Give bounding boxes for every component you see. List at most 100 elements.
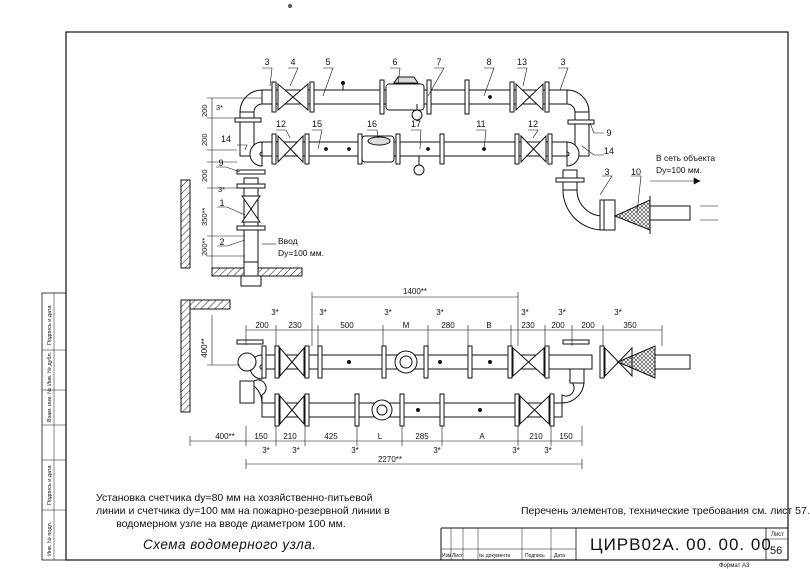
top-view-valves bbox=[241, 82, 547, 223]
stamp-col-0: Изм. bbox=[442, 553, 453, 559]
callout-10: 16 bbox=[367, 119, 377, 129]
plan-top-marker-5: 3* bbox=[558, 308, 566, 317]
top-view-flanges bbox=[234, 79, 605, 231]
callout-0: 3 bbox=[264, 57, 269, 67]
strainer-cone bbox=[613, 196, 651, 234]
top-view-wall bbox=[180, 179, 303, 287]
plan-top-marker-3: 3* bbox=[436, 308, 444, 317]
callout-7: 3 bbox=[560, 57, 565, 67]
drawing-code: ЦИРВ02А. 00. 00. 00 bbox=[590, 535, 772, 554]
plan-top-marker-2: 3* bbox=[384, 308, 392, 317]
callout-14: 9 bbox=[606, 128, 611, 138]
top-view-vertical-dims: 200 3* 200 200 3* 350** 200** bbox=[200, 103, 225, 256]
plan-bottom-marker-4: 3* bbox=[512, 446, 520, 455]
plan-bottom-dim-1: 150 bbox=[254, 432, 268, 441]
callout-9: 15 bbox=[312, 119, 322, 129]
callout-20: 3 bbox=[604, 167, 609, 177]
callout-3: 6 bbox=[392, 57, 397, 67]
plan-top-marker-6: 3* bbox=[614, 308, 622, 317]
exit-size: Dy=100 мм. bbox=[656, 165, 702, 175]
vdim-3: 200 bbox=[200, 169, 209, 182]
sheet-label: Лист bbox=[771, 532, 784, 538]
stamp-col-4: Дата bbox=[554, 553, 565, 559]
stamp-columns: Изм. Лист № документа Подпись Дата bbox=[442, 553, 565, 559]
plan-top-dim-6: 230 bbox=[521, 321, 535, 330]
vdim-2: 200 bbox=[200, 133, 209, 146]
top-view-meters bbox=[361, 76, 425, 176]
plan-top-marker-1: 3* bbox=[319, 308, 327, 317]
plan-bottom-dim-0: 400** bbox=[215, 432, 235, 441]
callout-5: 8 bbox=[486, 57, 491, 67]
plan-bottom-dim-3: 425 bbox=[324, 432, 338, 441]
callout-13: 12 bbox=[528, 119, 538, 129]
top-view-callouts: 3 4 5 6 7 8 13 3 12 15 16 17 11 12 9 14 … bbox=[218, 57, 641, 247]
top-view-dimensions bbox=[207, 97, 718, 276]
right-note: Перечень элементов, технические требован… bbox=[521, 505, 810, 517]
plan-bottom-marker-1: 3* bbox=[292, 446, 300, 455]
plan-bottom-dim-2: 210 bbox=[283, 432, 297, 441]
plan-bottom-dim-4: L bbox=[378, 432, 383, 441]
plan-view-flanges bbox=[236, 339, 605, 427]
callout-12: 11 bbox=[476, 119, 485, 129]
plan-top-dim-3: M bbox=[403, 321, 410, 330]
callout-18: 1 bbox=[219, 198, 224, 208]
plan-top-marker-0: 3* bbox=[271, 308, 279, 317]
vdim-4: 3* bbox=[218, 185, 225, 194]
plan-top-dim-5: B bbox=[486, 321, 491, 330]
main-note-line-2: водомерном узле на вводе диаметром 100 м… bbox=[116, 518, 346, 530]
side-label-4: Инв. № подл. bbox=[47, 521, 53, 556]
drawing-title: Схема водомерного узла. bbox=[143, 537, 317, 552]
callout-leaders bbox=[216, 67, 642, 247]
plan-bottom-dim-5: 285 bbox=[415, 432, 429, 441]
sheet-number: 56 bbox=[770, 545, 782, 557]
vdim-6: 200** bbox=[200, 238, 209, 256]
main-note-line-1: линии и счетчика dy=100 мм на пожарно-ре… bbox=[96, 505, 390, 517]
callout-19: 2 bbox=[219, 237, 224, 247]
callout-21: 10 bbox=[631, 167, 641, 177]
stamp-col-1: Лист bbox=[452, 553, 464, 559]
plan-bottom-dim-8: 150 bbox=[559, 432, 573, 441]
entry-size: Dy=100 мм. bbox=[278, 248, 324, 258]
plan-top-dim-2: 500 bbox=[340, 321, 354, 330]
plan-bottom-dim-6: A bbox=[479, 432, 485, 441]
main-note: Установка счетчика dy=80 мм на хозяйстве… bbox=[96, 492, 390, 531]
callout-4: 7 bbox=[436, 57, 441, 67]
plan-left-vertical: 400** bbox=[200, 338, 209, 358]
plan-top-dim-7: 200 bbox=[551, 321, 565, 330]
format-label: Формат А3 bbox=[719, 563, 750, 569]
callout-11: 17 bbox=[411, 119, 421, 129]
plan-bottom-marker-5: 3* bbox=[544, 446, 552, 455]
top-view-labels: Ввод Dy=100 мм. В сеть объекта Dy=100 мм… bbox=[278, 153, 715, 258]
sheet-frame bbox=[41, 4, 789, 561]
plan-bottom-dim-7: 210 bbox=[529, 432, 543, 441]
plan-view-text: 1400** 3* 3* 3* 3* 3* 3* 3* 200 230 500 … bbox=[200, 287, 637, 464]
vdim-5: 350** bbox=[200, 208, 209, 226]
callout-17: 9 bbox=[218, 158, 223, 168]
callout-8: 12 bbox=[276, 119, 286, 129]
callout-15: 14 bbox=[221, 134, 231, 144]
main-note-line-0: Установка счетчика dy=80 мм на хозяйстве… bbox=[96, 492, 373, 504]
plan-view-wall bbox=[180, 299, 231, 413]
plan-top-dim-0: 200 bbox=[255, 321, 269, 330]
plan-bottom-total: 2270** bbox=[378, 455, 402, 464]
plan-top-total: 1400** bbox=[403, 287, 427, 296]
vdim-0: 200 bbox=[200, 104, 209, 117]
plan-bottom-marker-3: 3* bbox=[433, 446, 441, 455]
plan-top-dim-4: 280 bbox=[441, 321, 455, 330]
stamp-col-3: Подпись bbox=[525, 553, 545, 559]
plan-top-dim-9: 350 bbox=[623, 321, 637, 330]
callout-16: 14 bbox=[604, 146, 614, 156]
side-label-1: Инв. № дубл. bbox=[47, 351, 53, 386]
plan-bottom-marker-0: 3* bbox=[262, 446, 270, 455]
callout-1: 4 bbox=[290, 57, 295, 67]
plan-view-meters bbox=[347, 350, 492, 421]
plan-view-strainer bbox=[616, 345, 656, 379]
entry-label: Ввод bbox=[278, 236, 298, 246]
callout-2: 5 bbox=[325, 57, 330, 67]
plan-top-dim-8: 200 bbox=[581, 321, 595, 330]
plan-top-dim-1: 230 bbox=[288, 321, 302, 330]
plan-top-marker-4: 3* bbox=[521, 308, 529, 317]
vdim-1: 3* bbox=[216, 103, 223, 112]
callout-6: 13 bbox=[517, 57, 527, 67]
